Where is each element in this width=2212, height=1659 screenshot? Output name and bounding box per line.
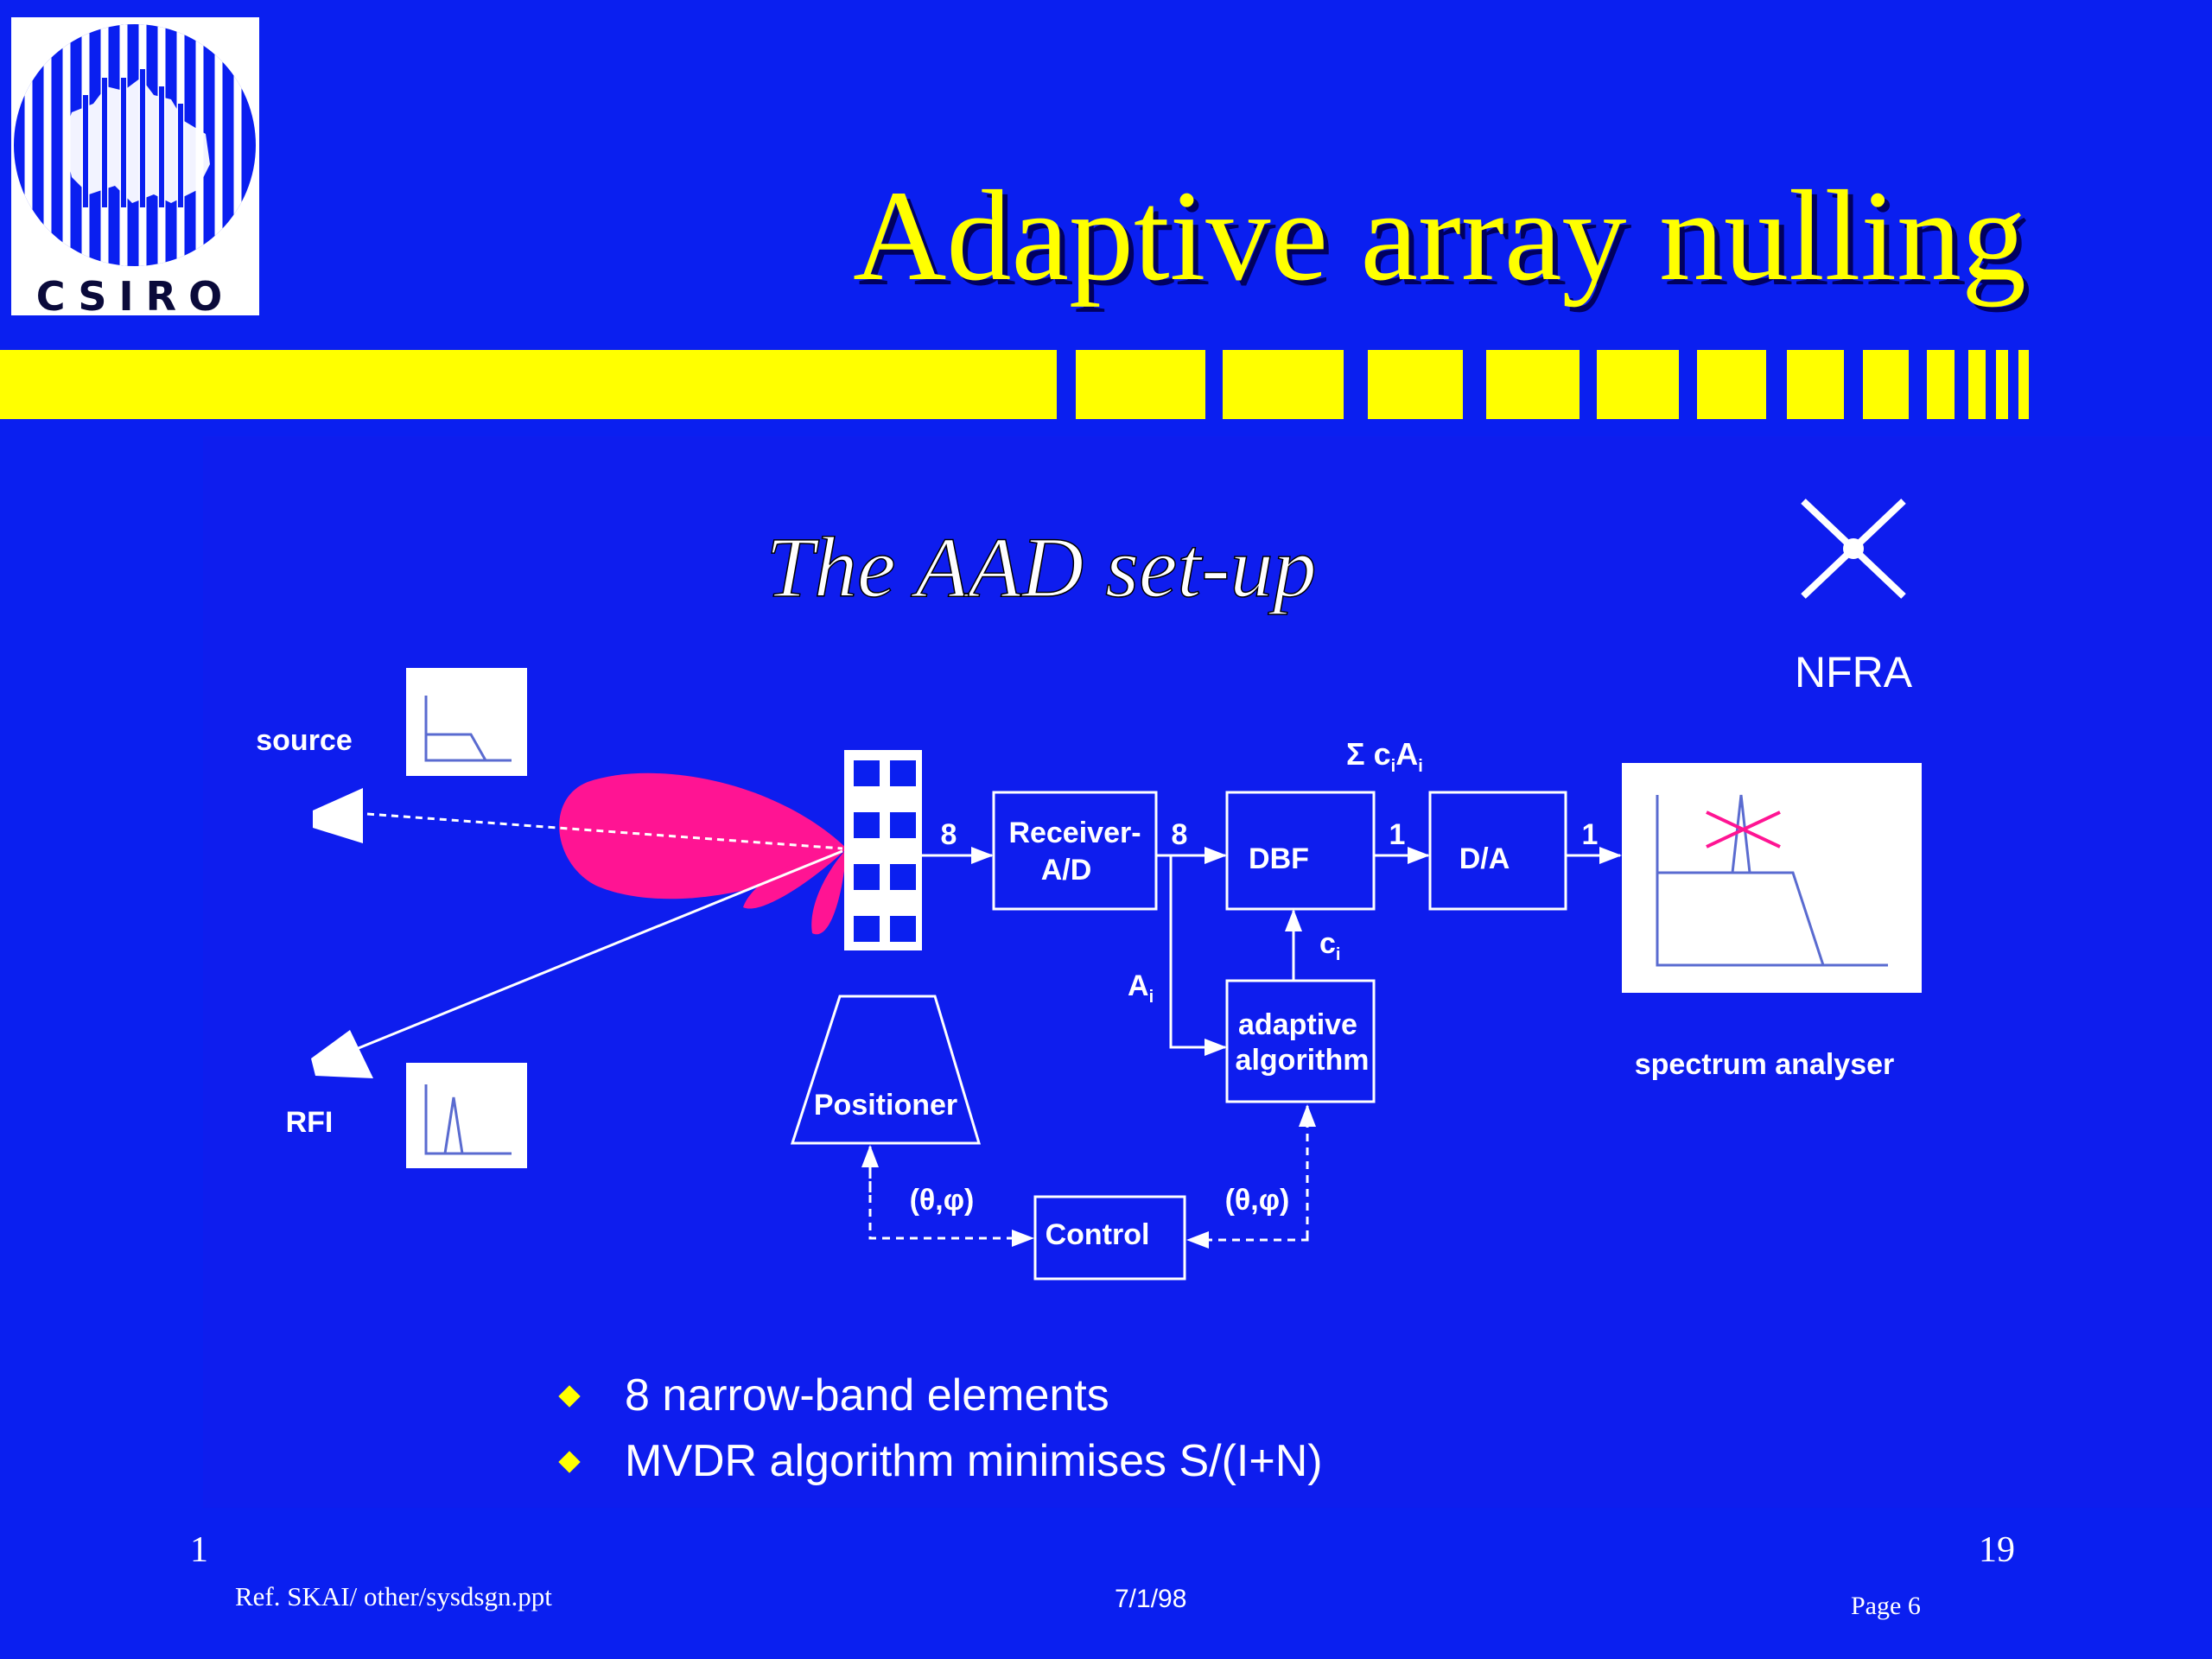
page-number-left: 1 [190,1530,208,1570]
antenna-array [844,750,922,950]
sum-label: Σ ciAi [1346,736,1423,776]
diagram-heading: The AAD set-up [766,519,1317,615]
csiro-logo-text: CSIRO [35,273,235,320]
theta-phi-right-label: (θ,φ) [1225,1184,1290,1217]
adaptive-algorithm-label-line1: adaptive [1238,1008,1357,1041]
count-array-to-receiver: 8 [941,818,957,851]
spectrum-analyser-display [1622,763,1922,993]
title-bar-segment [1597,350,1679,419]
csiro-logo-graphic [14,24,256,266]
bullet-text: 8 narrow-band elements [625,1370,1109,1421]
title-bar-segment [1368,350,1463,419]
slide-title: Adaptive array nulling [853,164,2026,308]
beam-pattern [559,772,847,935]
da-label: D/A [1459,842,1510,875]
title-bar-segment [1927,350,1955,419]
adaptive-algorithm-label-line2: algorithm [1236,1044,1370,1077]
source-horn-icon [313,788,363,843]
nfra-label: NFRA [1795,648,1913,696]
footer-reference: Ref. SKAI/ other/sysdsgn.ppt [235,1581,552,1611]
spectrum-analyser-label: spectrum analyser [1635,1048,1895,1081]
receiver-ad-block [992,791,1158,911]
nfra-logo-icon [1801,499,1906,599]
positioner-block [790,995,982,1145]
page-number-right: 19 [1979,1530,2015,1570]
title-bar-segment [1968,350,1986,419]
title-bar-segment [1486,350,1580,419]
ai-label: Ai [1128,969,1154,1007]
title-bar-segment [1787,350,1844,419]
positioner-label: Positioner [814,1089,957,1122]
nulled-rfi-cross-icon [1706,810,1781,849]
source-label: source [256,724,353,757]
csiro-logo: CSIRO [11,17,259,320]
count-receiver-to-dbf: 8 [1172,818,1188,851]
title-bar-long [0,350,1057,419]
control-label: Control [1046,1218,1150,1251]
source-signal-line [366,812,843,850]
rfi-signal-line [353,849,843,1052]
bullet-text: MVDR algorithm minimises S/(I+N) [625,1436,1323,1486]
title-bar-segment [2018,350,2029,419]
count-da-to-analyser: 1 [1582,818,1599,851]
footer-date: 7/1/98 [1115,1585,1187,1613]
adaptive-algorithm-block [1225,979,1376,1103]
da-block [1428,791,1567,911]
rfi-label: RFI [286,1106,334,1139]
title-bar-segment [1863,350,1909,419]
title-bar-segment [1996,350,2008,419]
count-dbf-to-da: 1 [1389,818,1406,851]
control-block [1033,1195,1186,1281]
dbf-label: DBF [1249,842,1309,875]
theta-phi-left-label: (θ,φ) [910,1184,975,1217]
receiver-ad-label-line1: Receiver- [1008,817,1141,849]
rfi-horn-icon [311,1030,373,1078]
title-bar-segment [1076,350,1205,419]
receiver-ad-label-line2: A/D [1041,854,1092,887]
ci-label: ci [1319,927,1340,964]
footer-page: Page 6 [1851,1592,1921,1620]
title-bar-segment [1697,350,1766,419]
title-bar-segment [1223,350,1344,419]
